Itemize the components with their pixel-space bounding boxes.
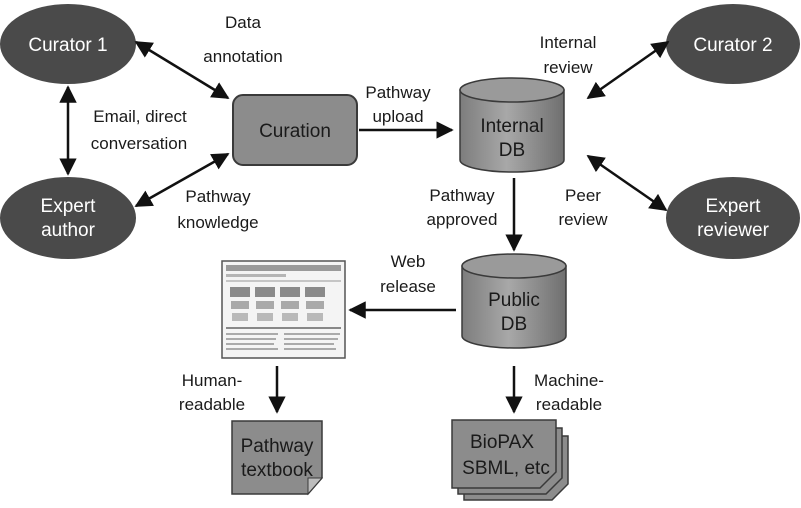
curator-2-label: Curator 2 [693, 35, 772, 56]
curation-label: Curation [259, 121, 331, 142]
email-label-1: Email, direct [93, 107, 187, 126]
web-page-thumbnail [221, 260, 346, 359]
web-release-label-2: release [380, 277, 436, 296]
biopax-documents-node: BioPAX SBML, etc [451, 419, 569, 501]
internal-db-label-1: Internal [480, 116, 543, 137]
expert-reviewer-label-1: Expert [706, 196, 762, 217]
arrow-curator2-internal-db [586, 40, 670, 100]
internal-db-label-2: DB [499, 140, 525, 161]
human-readable-label-1: Human- [182, 371, 242, 390]
expert-author-label-2: author [41, 220, 96, 241]
curator-1-label: Curator 1 [28, 35, 107, 56]
machine-readable-label-2: readable [536, 395, 602, 414]
pathway-upload-label-2: upload [372, 107, 423, 126]
arrow-expert-author-curation [134, 152, 230, 208]
arrows [59, 40, 670, 414]
internal-db-node: Internal DB [459, 77, 565, 173]
pathway-upload-label-1: Pathway [365, 83, 431, 102]
pathway-textbook-label-2: textbook [241, 460, 313, 481]
human-readable-label-2: readable [179, 395, 245, 414]
data-annotation-label-2: annotation [203, 47, 282, 66]
public-db-node: Public DB [461, 253, 567, 349]
curation-node: Curation [232, 94, 358, 166]
email-label-2: conversation [91, 134, 187, 153]
curator-1-node: Curator 1 [0, 4, 136, 84]
pathway-knowledge-label-1: Pathway [185, 187, 251, 206]
pathway-textbook-node: Pathway textbook [231, 420, 324, 496]
expert-reviewer-node: Expert reviewer [666, 177, 800, 259]
biopax-label-1: BioPAX [470, 432, 534, 453]
edge-labels: Data annotation Email, direct conversati… [91, 13, 608, 414]
internal-review-label-2: review [543, 58, 593, 77]
pathway-knowledge-label-2: knowledge [177, 213, 258, 232]
public-db-label-1: Public [488, 290, 540, 311]
expert-reviewer-label-2: reviewer [697, 220, 769, 241]
pathway-approved-label-1: Pathway [429, 186, 495, 205]
biopax-label-2: SBML, etc [462, 458, 550, 479]
public-db-label-2: DB [501, 314, 527, 335]
web-release-label-1: Web [391, 252, 426, 271]
peer-review-label-1: Peer [565, 186, 601, 205]
data-annotation-label-1: Data [225, 13, 261, 32]
machine-readable-label-1: Machine- [534, 371, 604, 390]
peer-review-label-2: review [558, 210, 608, 229]
arrow-internal-db-expert-reviewer [586, 154, 668, 212]
curator-2-node: Curator 2 [666, 4, 800, 84]
pathway-approved-label-2: approved [427, 210, 498, 229]
arrow-curator1-curation [134, 40, 230, 100]
expert-author-label-1: Expert [41, 196, 97, 217]
pathway-textbook-label-1: Pathway [241, 436, 314, 457]
expert-author-node: Expert author [0, 177, 136, 259]
internal-review-label-1: Internal [540, 33, 597, 52]
